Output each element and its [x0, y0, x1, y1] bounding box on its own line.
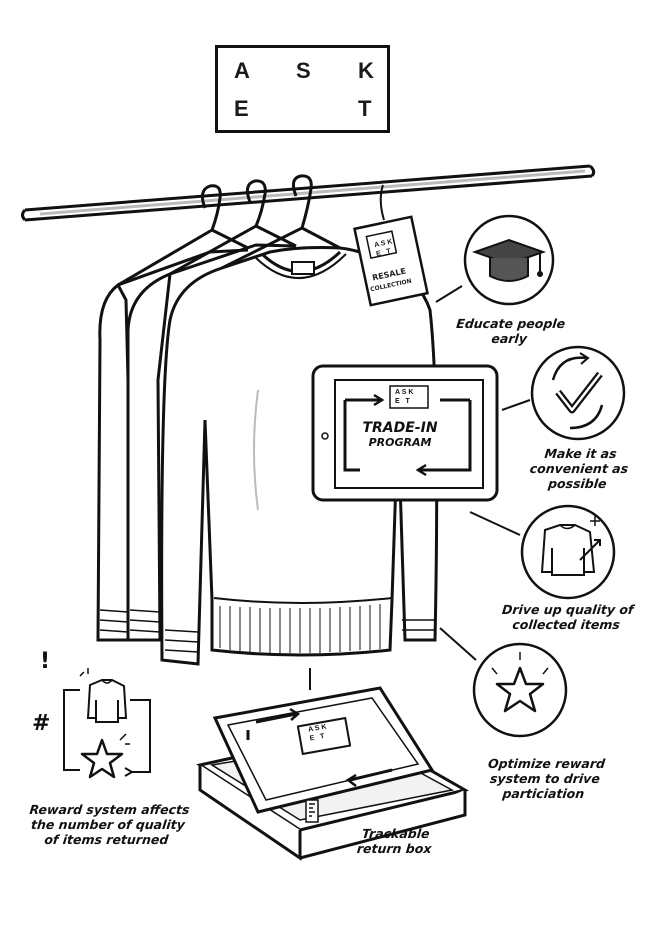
logo-letter: T — [358, 96, 372, 121]
tablet-title-line1: TRADE-IN — [362, 420, 438, 436]
caption-box: Trackable return box — [356, 826, 433, 856]
return-box — [196, 668, 470, 861]
caption-quality: Drive up quality of collected items — [501, 602, 635, 632]
star-icon — [491, 652, 549, 713]
exclamation-mark: ! — [40, 649, 50, 674]
optimize-circle — [472, 642, 568, 738]
caption-optimize: Optimize reward system to drive particia… — [487, 756, 606, 801]
caption-convenient: Make it as convenient as possible — [529, 446, 629, 491]
logo-letter: S — [296, 58, 311, 83]
clothes-rail — [21, 164, 596, 222]
educate-circle — [463, 214, 555, 306]
caption-educate: Educate people early — [455, 316, 566, 346]
box-logo: A S K E T — [307, 723, 328, 743]
sweaters-back — [96, 243, 297, 642]
convenient-circle — [530, 345, 626, 441]
graduation-cap-icon — [471, 238, 547, 282]
checkmark-cycle-icon — [551, 352, 604, 430]
star-icon — [80, 738, 124, 779]
resale-hang-tag — [353, 184, 429, 307]
caption-reward: Reward system affects the number of qual… — [28, 802, 191, 847]
reward-loop — [63, 668, 151, 779]
quality-circle — [520, 504, 616, 600]
logo-letter: A — [234, 58, 250, 83]
sweater-icon — [86, 679, 128, 723]
trade-in-tablet — [311, 364, 499, 502]
hangers — [117, 174, 341, 287]
tablet-title: TRADE-IN PROGRAM — [350, 420, 450, 449]
asket-logo: A S K E T — [215, 45, 390, 133]
logo-letter: E — [234, 96, 249, 121]
sweater-sparkle-icon — [540, 516, 601, 576]
tablet-title-line2: PROGRAM — [368, 436, 432, 449]
hash-mark: # — [32, 711, 50, 736]
tablet-logo: A S K E T — [395, 389, 414, 405]
logo-letter: K — [358, 58, 374, 83]
